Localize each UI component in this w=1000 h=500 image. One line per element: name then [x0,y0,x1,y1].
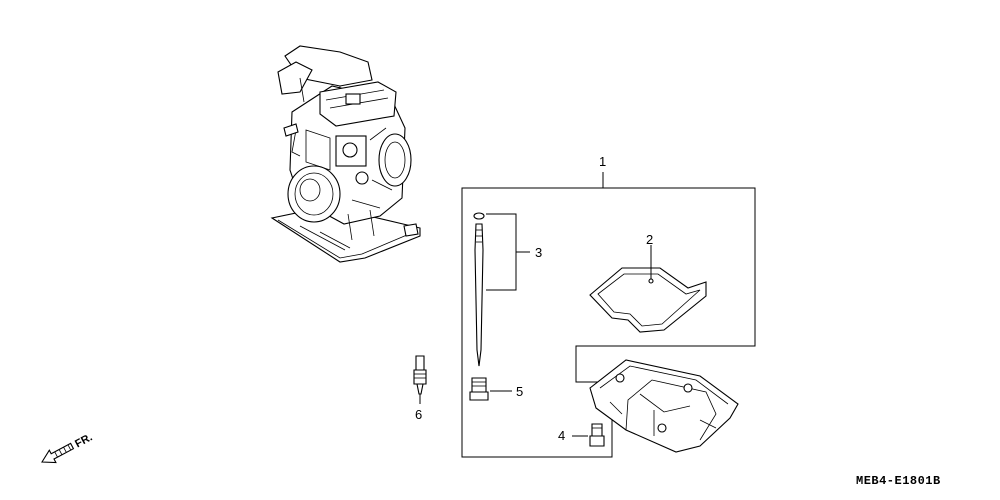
callout-4: 4 [558,428,565,443]
callout-5: 5 [516,384,523,399]
callout-2: 2 [646,232,653,247]
drain-screw-part [572,423,605,447]
carburetor-assembly [270,45,421,263]
front-arrow-icon: FR. [41,431,94,464]
callout-6: 6 [415,407,422,422]
pilot-screw-part [413,355,427,404]
front-label: FR. [73,431,94,450]
drawing-code: MEB4-E1801B [856,474,941,488]
jet-needle-part [473,212,530,367]
callout-3: 3 [535,245,542,260]
kit-outline [461,172,756,458]
callout-1: 1 [599,154,606,169]
float-chamber-bowl [589,359,739,453]
gasket-part [589,245,707,333]
jet-holder-part [469,377,512,401]
